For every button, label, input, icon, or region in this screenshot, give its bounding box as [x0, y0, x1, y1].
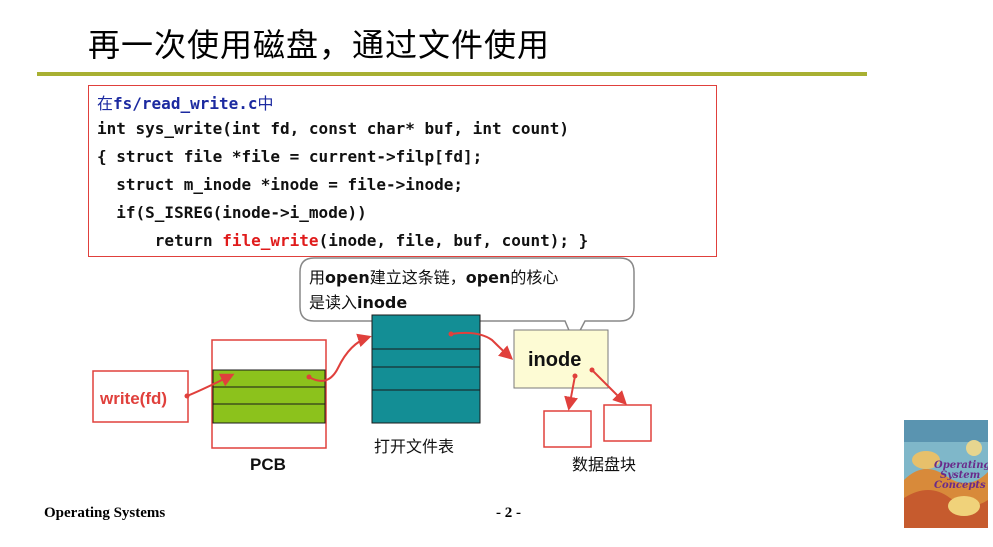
title-underline: [37, 72, 867, 76]
disk-blocks-label: 数据盘块: [572, 455, 636, 474]
code-path-suffix: 中: [257, 94, 274, 113]
book-title-line-2: System: [940, 470, 980, 481]
pcb-file-table-row-2: [212, 386, 326, 405]
inode-to-disk-block-2-arrow: [591, 369, 627, 405]
callout-b3: inode: [357, 293, 407, 312]
inode-box: [513, 329, 609, 389]
book-title-line-1: Operating: [934, 460, 988, 471]
code-line-4: if(S_ISREG(inode->i_mode)): [97, 203, 367, 222]
pcb-file-table-row-3: [212, 403, 326, 424]
footer-page-number: - 2 -: [496, 505, 521, 521]
code-line-5: return file_write(inode, file, buf, coun…: [97, 231, 588, 250]
callout-b2: open: [466, 268, 511, 287]
callout-p4: 是读入: [309, 293, 357, 312]
code-file-path: 在fs/read_write.c中: [97, 90, 274, 114]
open-file-table-to-inode-arrow: [450, 331, 514, 360]
write-fd-label: write(fd): [99, 389, 167, 408]
callout-p2: 建立这条链，: [370, 268, 466, 287]
os-book-cover-logo: Operating System Concepts: [904, 420, 988, 528]
disk-block-2: [603, 404, 652, 442]
open-file-table: [371, 314, 481, 424]
disk-block-1: [543, 410, 592, 448]
callout-p3: 的核心: [510, 268, 558, 287]
callout-line-2: 是读入inode: [309, 293, 407, 312]
code-line-3: struct m_inode *inode = file->inode;: [97, 175, 464, 194]
callout-line-1: 用open建立这条链，open的核心: [309, 268, 558, 287]
code-path-name: fs/read_write.c: [113, 94, 258, 113]
inode-to-disk-block-1-arrow: [564, 375, 578, 411]
callout-b1: open: [325, 268, 370, 287]
footer-course-name: Operating Systems: [44, 505, 166, 521]
write-fd-to-pcb-arrow: [186, 373, 235, 397]
callout-p1: 用: [309, 268, 325, 287]
book-title-line-3: Concepts: [934, 480, 986, 491]
inode-label: inode: [528, 349, 581, 371]
slide-title: 再一次使用磁盘，通过文件使用: [88, 26, 551, 64]
code-file-write-call: file_write: [222, 231, 319, 250]
code-box: 在fs/read_write.c中 int sys_write(int fd, …: [88, 85, 717, 257]
code-line-2: { struct file *file = current->filp[fd];: [97, 147, 483, 166]
code-line-5-start: return: [97, 231, 223, 250]
pcb-label: PCB: [250, 455, 286, 474]
code-line-5-end: (inode, file, buf, count); }: [318, 231, 589, 250]
code-line-1: int sys_write(int fd, const char* buf, i…: [97, 119, 570, 138]
write-fd-box: [92, 370, 189, 423]
open-file-table-label: 打开文件表: [374, 437, 454, 456]
pcb-to-open-file-table-arrow: [308, 333, 372, 382]
code-path-prefix: 在: [97, 94, 114, 113]
